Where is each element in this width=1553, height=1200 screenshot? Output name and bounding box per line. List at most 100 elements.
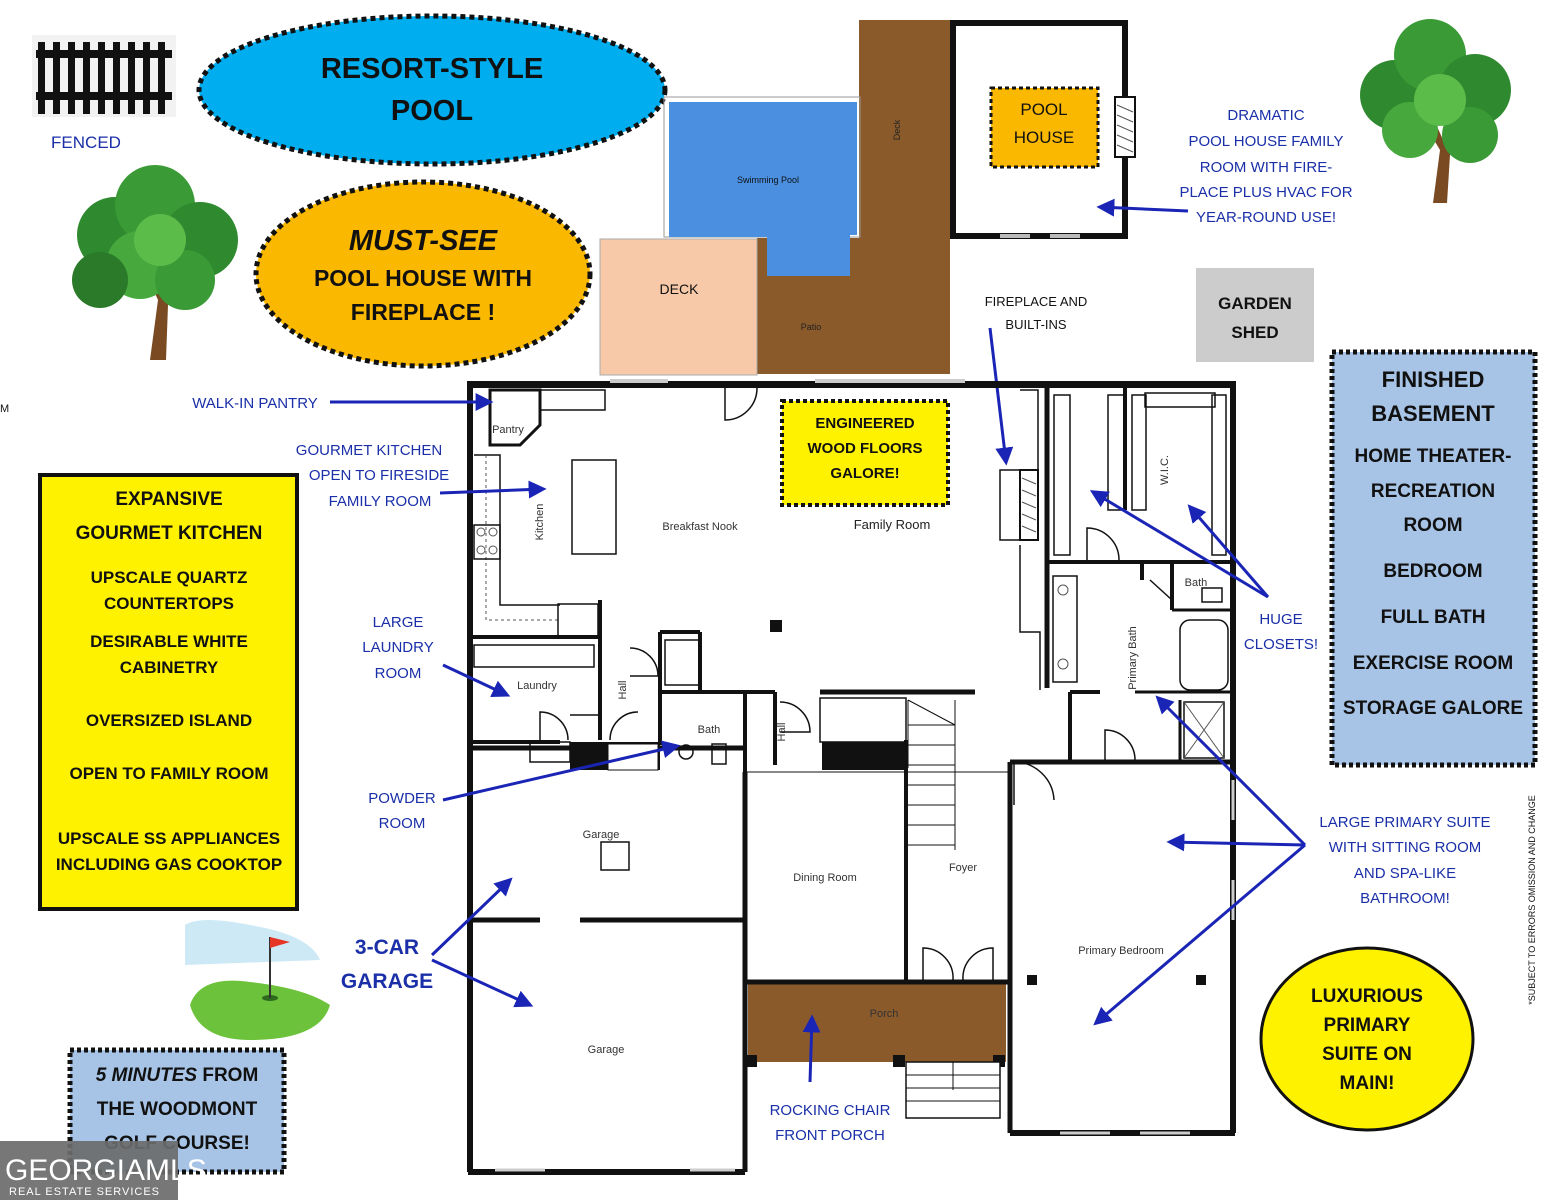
georgiamls-logo: GEORGIAMLS REAL ESTATE SERVICES bbox=[0, 1141, 207, 1200]
closets-line2: CLOSETS! bbox=[1244, 636, 1318, 653]
basement-box bbox=[1329, 349, 1538, 768]
kitchen-box-line10: INCLUDING GAS COOKTOP bbox=[56, 855, 282, 874]
resort-pool-line1: RESORT-STYLE bbox=[321, 53, 543, 85]
luxurious-line3: SUITE ON bbox=[1322, 1044, 1412, 1065]
dramatic-line1: DRAMATIC bbox=[1227, 107, 1304, 124]
edge-letter: M bbox=[0, 403, 9, 415]
pantry-label: Pantry bbox=[492, 424, 524, 436]
kitchen-box-line7: OVERSIZED ISLAND bbox=[86, 711, 252, 730]
porch-callout-line2: FRONT PORCH bbox=[775, 1127, 885, 1144]
logo-tagline: REAL ESTATE SERVICES bbox=[9, 1186, 160, 1198]
luxurious-circle bbox=[1259, 946, 1475, 1132]
family-room-label: Family Room bbox=[854, 517, 931, 532]
kitchen-box-line2: GOURMET KITCHEN bbox=[76, 523, 263, 544]
primary-bath-label: Primary Bath bbox=[1127, 626, 1139, 690]
fenced-label: FENCED bbox=[51, 133, 121, 152]
foyer-label: Foyer bbox=[949, 862, 977, 874]
kitchen-box-line3: UPSCALE QUARTZ bbox=[91, 568, 248, 587]
pool-house-line2: HOUSE bbox=[1014, 128, 1074, 147]
swimming-pool-label: Swimming Pool bbox=[737, 175, 799, 185]
laundry-callout-line3: ROOM bbox=[375, 665, 422, 682]
pool-house-label-box bbox=[989, 86, 1100, 169]
basement-line2: BASEMENT bbox=[1371, 401, 1495, 426]
garden-shed bbox=[1196, 268, 1314, 362]
garden-shed-line1: GARDEN bbox=[1218, 294, 1292, 313]
powder-line1: POWDER bbox=[368, 790, 436, 807]
dramatic-line4: PLACE PLUS HVAC FOR bbox=[1179, 184, 1352, 201]
kitchen-box-line6: CABINETRY bbox=[120, 658, 219, 677]
kitchen-island bbox=[571, 459, 617, 555]
golf-green-icon bbox=[185, 920, 330, 1040]
basement-line8: EXERCISE ROOM bbox=[1353, 653, 1513, 674]
primary-bedroom-label: Primary Bedroom bbox=[1078, 945, 1164, 957]
deck-peach bbox=[599, 238, 758, 376]
floors-box bbox=[780, 399, 950, 507]
kitchen-box-line4: COUNTERTOPS bbox=[104, 594, 234, 613]
patio-label: Patio bbox=[801, 322, 822, 332]
disclaimer: *SUBJECT TO ERRORS OMISSION AND CHANGE bbox=[1527, 795, 1537, 1005]
porch-callout-line1: ROCKING CHAIR bbox=[770, 1102, 891, 1119]
primary-suite-line1: LARGE PRIMARY SUITE bbox=[1319, 814, 1490, 831]
floors-line3: GALORE! bbox=[830, 465, 899, 482]
must-see-line2: POOL HOUSE WITH bbox=[314, 265, 532, 291]
laundry-label: Laundry bbox=[517, 680, 557, 692]
porch-area bbox=[748, 982, 1006, 1062]
must-see-ellipse bbox=[253, 179, 593, 369]
luxurious-line4: MAIN! bbox=[1340, 1073, 1395, 1094]
fireplace-line1: FIREPLACE AND bbox=[985, 294, 1088, 309]
logo-name: GEORGIAMLS bbox=[5, 1154, 207, 1187]
floors-line1: ENGINEERED bbox=[815, 415, 914, 432]
tree-icon bbox=[72, 165, 238, 360]
breakfast-nook-label: Breakfast Nook bbox=[662, 521, 738, 533]
tree-icon bbox=[1360, 19, 1511, 203]
dramatic-line2: POOL HOUSE FAMILY bbox=[1188, 133, 1343, 150]
basement-line5: ROOM bbox=[1403, 515, 1462, 536]
floors-line2: WOOD FLOORS bbox=[808, 440, 923, 457]
basement-line9: STORAGE GALORE bbox=[1343, 698, 1523, 719]
gourmet-line2: OPEN TO FIRESIDE bbox=[309, 467, 449, 484]
basement-line3: HOME THEATER- bbox=[1355, 446, 1512, 467]
bath-upper-label: Bath bbox=[1185, 577, 1208, 589]
deck-upper-label: Deck bbox=[892, 119, 902, 140]
powder-line2: ROOM bbox=[379, 815, 426, 832]
laundry-callout-line2: LAUNDRY bbox=[362, 639, 433, 656]
garden-shed-line2: SHED bbox=[1231, 323, 1278, 342]
must-see-line3: FIREPLACE ! bbox=[351, 299, 495, 325]
walkin-pantry-label: WALK-IN PANTRY bbox=[192, 395, 318, 412]
primary-suite-line2: WITH SITTING ROOM bbox=[1329, 839, 1481, 856]
kitchen-box-line5: DESIRABLE WHITE bbox=[90, 632, 248, 651]
dramatic-line5: YEAR-ROUND USE! bbox=[1196, 209, 1336, 226]
laundry-callout-line1: LARGE bbox=[373, 614, 424, 631]
golf-line2: THE WOODMONT bbox=[97, 1099, 258, 1120]
fireplace-line2: BUILT-INS bbox=[1005, 317, 1066, 332]
hall1-label: Hall bbox=[617, 681, 629, 700]
wic-label: W.I.C. bbox=[1159, 455, 1171, 485]
golf-line1-italic: 5 MINUTES bbox=[96, 1065, 198, 1086]
basement-line6: BEDROOM bbox=[1383, 561, 1482, 582]
luxurious-line2: PRIMARY bbox=[1324, 1015, 1411, 1036]
golf-line1-rest: FROM bbox=[197, 1065, 258, 1086]
pool-house-line1: POOL bbox=[1020, 100, 1067, 119]
gourmet-line3: FAMILY ROOM bbox=[329, 493, 432, 510]
fence-icon bbox=[32, 35, 176, 117]
must-see-line1: MUST-SEE bbox=[349, 225, 499, 257]
gourmet-line1: GOURMET KITCHEN bbox=[296, 442, 442, 459]
basement-line7: FULL BATH bbox=[1381, 607, 1486, 628]
kitchen-box-line9: UPSCALE SS APPLIANCES bbox=[58, 829, 280, 848]
resort-pool-ellipse bbox=[196, 13, 668, 167]
deck-label: DECK bbox=[660, 281, 700, 297]
luxurious-line1: LUXURIOUS bbox=[1311, 986, 1423, 1007]
bath-powder-label: Bath bbox=[698, 724, 721, 736]
garage1-label: Garage bbox=[583, 829, 620, 841]
kitchen-label: Kitchen bbox=[534, 504, 546, 541]
resort-pool-line2: POOL bbox=[391, 95, 473, 127]
kitchen-box-line1: EXPANSIVE bbox=[115, 489, 222, 510]
basement-line1: FINISHED bbox=[1382, 367, 1485, 392]
kitchen-features-box bbox=[38, 473, 299, 911]
garage2-label: Garage bbox=[588, 1044, 625, 1056]
garage-callout-line1: 3-CAR bbox=[355, 936, 419, 959]
house-walls bbox=[467, 381, 1236, 1175]
porch-label: Porch bbox=[870, 1008, 899, 1020]
deck-upper bbox=[859, 20, 950, 238]
